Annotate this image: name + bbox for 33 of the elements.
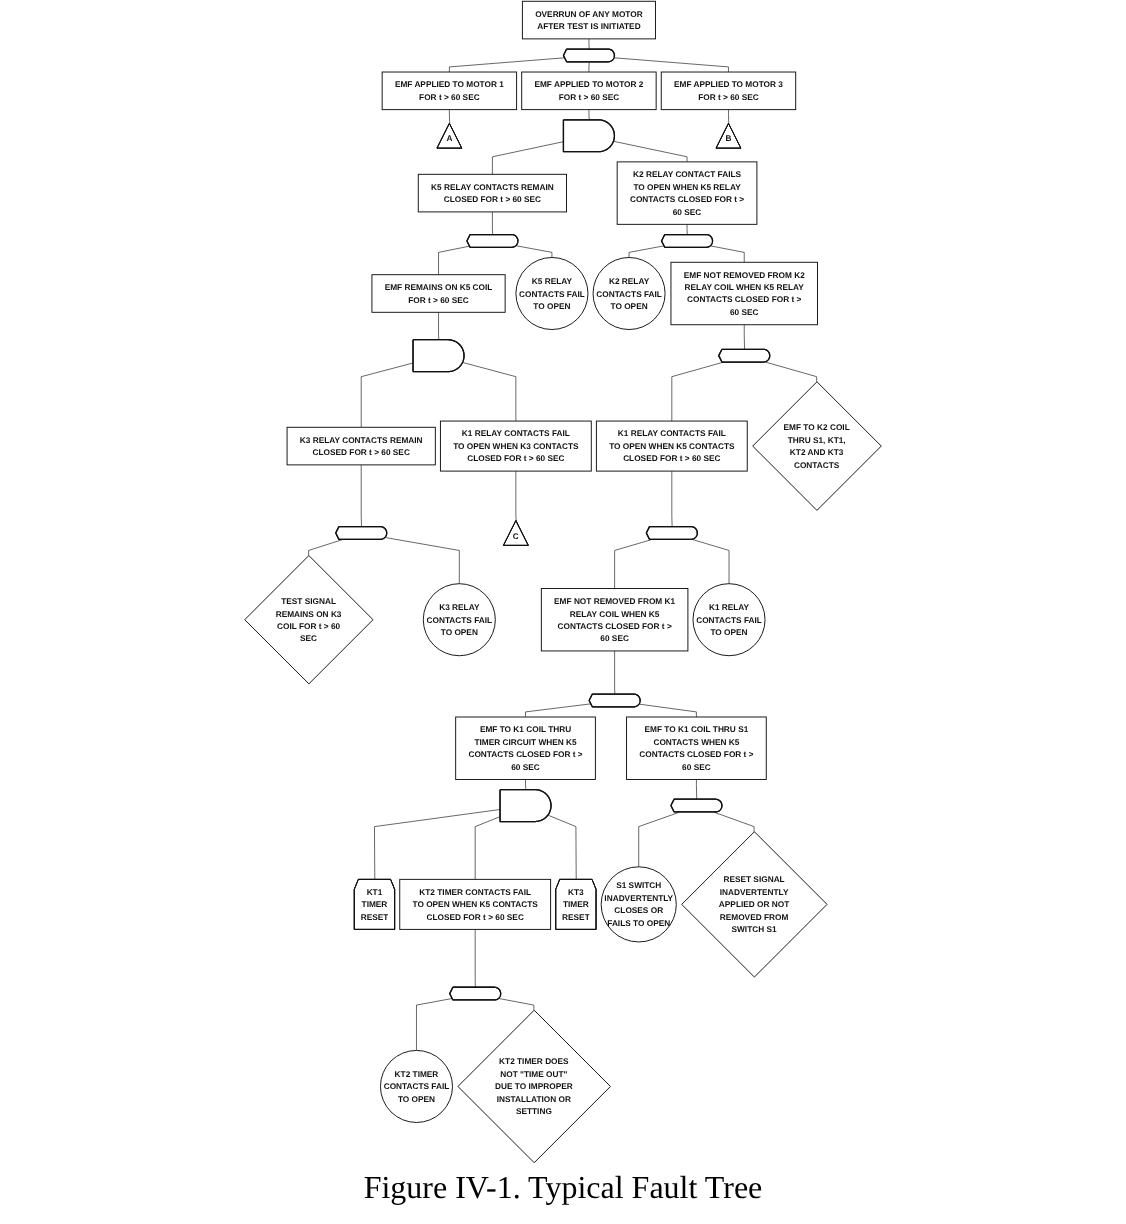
connector (686, 224, 688, 236)
connector (639, 703, 697, 718)
connector (713, 811, 755, 833)
connector (525, 703, 592, 718)
connector (696, 779, 698, 800)
connector (498, 998, 535, 1011)
connector (743, 324, 745, 350)
connector (492, 141, 565, 175)
connector (449, 109, 450, 124)
connector (515, 245, 553, 258)
connector (614, 650, 616, 695)
figure-caption: Figure IV-1. Typical Fault Tree (363, 1170, 763, 1210)
connector (474, 816, 501, 880)
connector (588, 61, 590, 73)
connector (525, 779, 527, 791)
connector (628, 245, 665, 258)
connector (492, 211, 494, 236)
connector (765, 361, 817, 383)
connector (308, 539, 343, 556)
connector (515, 470, 517, 522)
connector (360, 464, 362, 528)
connector (385, 537, 460, 584)
connector (438, 312, 440, 341)
connector (614, 57, 729, 73)
connector (613, 141, 688, 163)
connector (374, 809, 501, 880)
connector (588, 109, 590, 121)
connector (547, 814, 577, 880)
connector (671, 470, 673, 528)
connector (710, 245, 745, 263)
connector (728, 109, 730, 124)
connector (474, 929, 476, 988)
connector (449, 57, 566, 73)
